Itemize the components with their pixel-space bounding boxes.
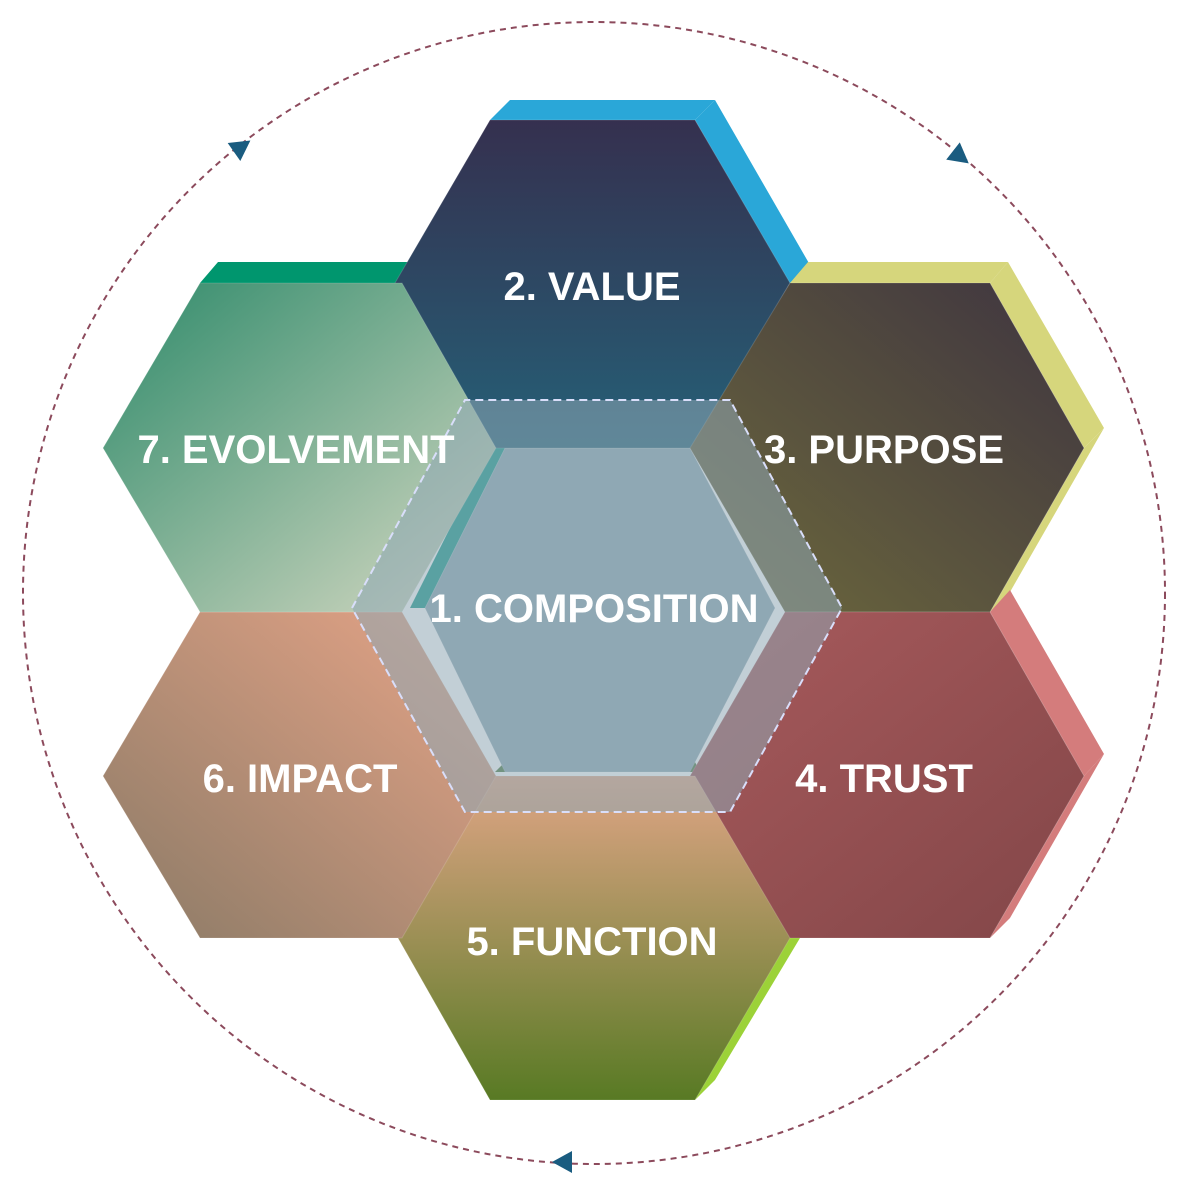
label-purpose: 3. PURPOSE xyxy=(764,428,1004,472)
label-trust: 4. TRUST xyxy=(795,757,973,801)
label-function: 5. FUNCTION xyxy=(466,920,717,964)
purpose-edge xyxy=(790,262,1008,283)
arrow-up-right-icon xyxy=(227,140,251,162)
label-value: 2. VALUE xyxy=(503,265,680,309)
cycle-ring xyxy=(22,21,1166,1165)
trust-side-lower xyxy=(990,754,1104,938)
label-evolvement: 7. EVOLVEMENT xyxy=(137,428,454,472)
label-impact: 6. IMPACT xyxy=(203,757,398,801)
composition-overlay xyxy=(350,399,844,813)
cycle-arrows xyxy=(227,140,969,1173)
label-composition: 1. COMPOSITION xyxy=(430,587,759,631)
value-side xyxy=(695,100,810,285)
arrow-left-icon xyxy=(552,1151,572,1173)
hexagon-labels: 1. COMPOSITION 2. VALUE 3. PURPOSE 4. TR… xyxy=(137,265,1004,964)
evolvement-edge xyxy=(200,262,420,283)
arrow-down-right-icon xyxy=(946,142,969,164)
trust-side xyxy=(990,590,1104,776)
purpose-side-lower xyxy=(990,428,1104,612)
function-side xyxy=(695,938,800,1100)
value-edge xyxy=(490,100,715,120)
purpose-side xyxy=(990,262,1104,448)
